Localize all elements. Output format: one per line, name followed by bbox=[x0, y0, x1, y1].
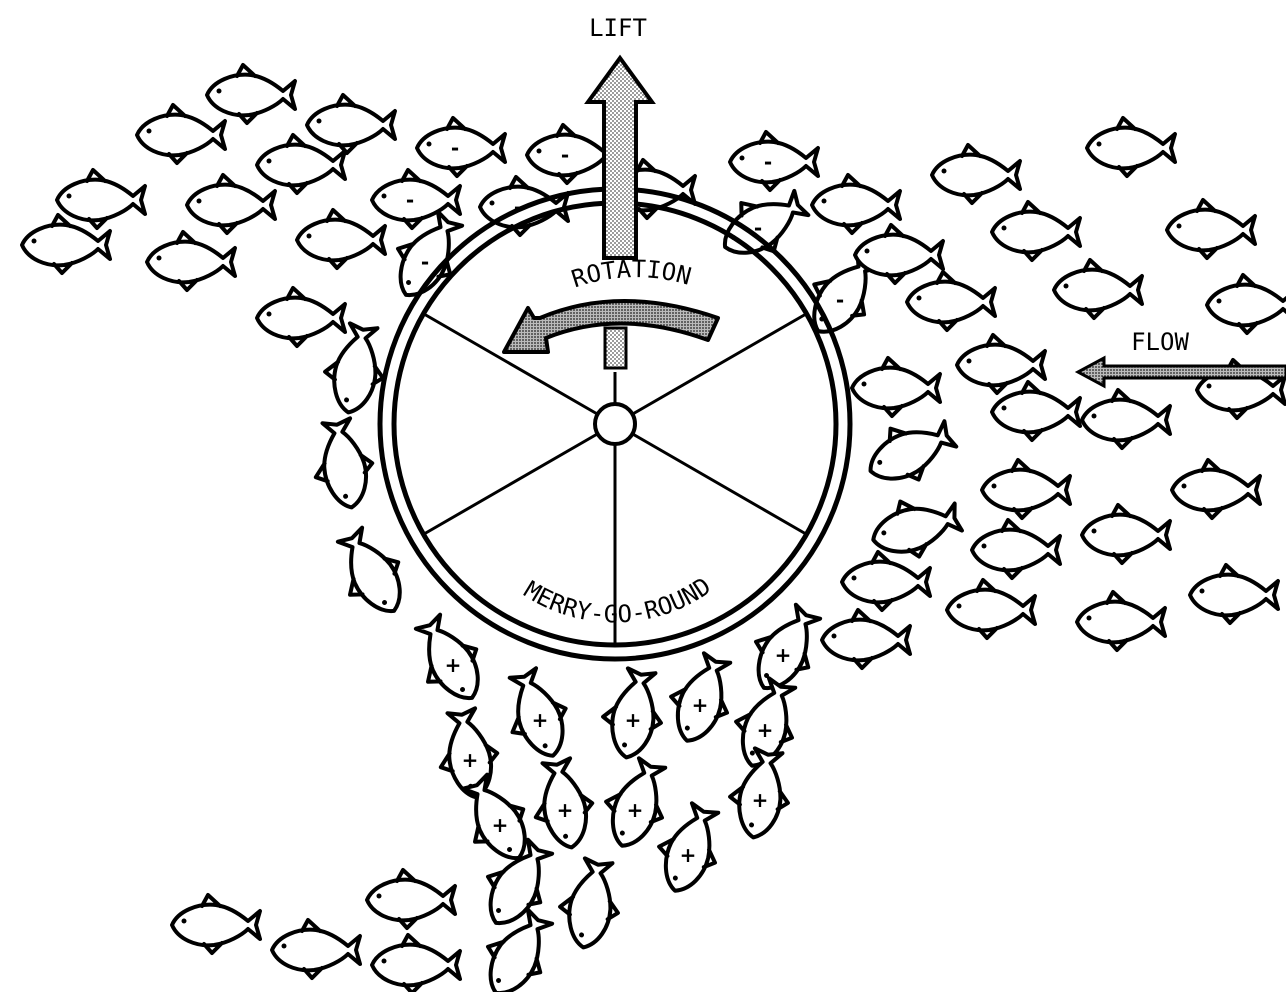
spoke bbox=[424, 433, 599, 534]
fish-icon bbox=[982, 460, 1070, 518]
plus-mark: + bbox=[680, 843, 697, 867]
wheel-hub bbox=[595, 404, 635, 444]
fish-icon bbox=[372, 935, 460, 992]
minus-mark: - bbox=[421, 250, 429, 274]
fish-icon bbox=[907, 272, 995, 330]
spoke bbox=[631, 433, 806, 534]
fish-icon: - bbox=[730, 132, 818, 190]
fish-icon bbox=[842, 552, 930, 610]
fish-icon bbox=[137, 105, 225, 163]
plus-mark: + bbox=[752, 788, 769, 812]
fish-icon bbox=[932, 145, 1020, 203]
fish-icon bbox=[858, 407, 962, 497]
plus-mark: + bbox=[757, 718, 774, 742]
fish-icon bbox=[554, 856, 626, 953]
plus-mark: + bbox=[625, 708, 642, 732]
fish-icon bbox=[307, 416, 379, 513]
fish-icon bbox=[297, 210, 385, 268]
merry-go-round-label: MERRY-GO-ROUND bbox=[519, 572, 716, 629]
plus-mark: + bbox=[492, 813, 509, 837]
flow-label: FLOW bbox=[1131, 328, 1189, 356]
plus-mark: + bbox=[445, 653, 462, 677]
fish-icon: + bbox=[594, 753, 679, 856]
fish-icon bbox=[972, 520, 1060, 578]
minus-mark: - bbox=[764, 150, 772, 174]
fish-icon bbox=[947, 580, 1035, 638]
fish-icon bbox=[852, 358, 940, 416]
fish-icon bbox=[257, 288, 345, 346]
fish-icon: - bbox=[417, 118, 505, 176]
lift-label: LIFT bbox=[589, 14, 647, 42]
fish-icon bbox=[1082, 505, 1170, 563]
minus-mark: - bbox=[451, 136, 459, 160]
fish-icon: + bbox=[527, 756, 599, 853]
fish-icon bbox=[855, 225, 943, 283]
fish-icon bbox=[187, 175, 275, 233]
fish-icon: + bbox=[659, 648, 744, 751]
fish-icon: + bbox=[402, 608, 496, 713]
plus-mark: + bbox=[532, 708, 549, 732]
fish-icon bbox=[367, 870, 455, 928]
fish-icon bbox=[272, 920, 360, 978]
fish-icon bbox=[307, 95, 395, 153]
rotation-marker bbox=[605, 328, 626, 368]
fish-icon bbox=[1207, 275, 1286, 333]
fish-icon bbox=[1082, 390, 1170, 448]
plus-mark: + bbox=[627, 798, 644, 822]
fish-icon bbox=[822, 610, 910, 668]
fish-icon bbox=[992, 382, 1080, 440]
fish-icon: + bbox=[495, 663, 580, 766]
fish-icon bbox=[147, 232, 235, 290]
lift-arrow: LIFT bbox=[588, 14, 652, 258]
fish-icon bbox=[812, 175, 900, 233]
flow-arrow: FLOW bbox=[1078, 328, 1286, 386]
fish-icon bbox=[1054, 260, 1142, 318]
plus-mark: + bbox=[775, 643, 792, 667]
fish-icon bbox=[324, 521, 418, 626]
fish-icon bbox=[1087, 118, 1175, 176]
minus-mark: - bbox=[561, 143, 569, 167]
plus-mark: + bbox=[462, 748, 479, 772]
fish-icon bbox=[1190, 565, 1278, 623]
plus-mark: + bbox=[557, 798, 574, 822]
fish-icon bbox=[172, 895, 260, 953]
rotation-label: ROTATION bbox=[568, 255, 694, 293]
plus-mark: + bbox=[692, 693, 709, 717]
fish-icon bbox=[57, 170, 145, 228]
fish-icon: + bbox=[597, 666, 669, 763]
fish-icon: + bbox=[724, 746, 796, 843]
fish-icon bbox=[1172, 460, 1260, 518]
fish-icon bbox=[992, 202, 1080, 260]
minus-mark: - bbox=[406, 188, 414, 212]
minus-mark: - bbox=[836, 288, 844, 312]
fish-icon bbox=[1077, 592, 1165, 650]
fish-icon bbox=[207, 65, 295, 123]
fish-icon: - bbox=[527, 125, 615, 183]
spoke bbox=[631, 314, 806, 415]
fish-icon bbox=[1167, 200, 1255, 258]
